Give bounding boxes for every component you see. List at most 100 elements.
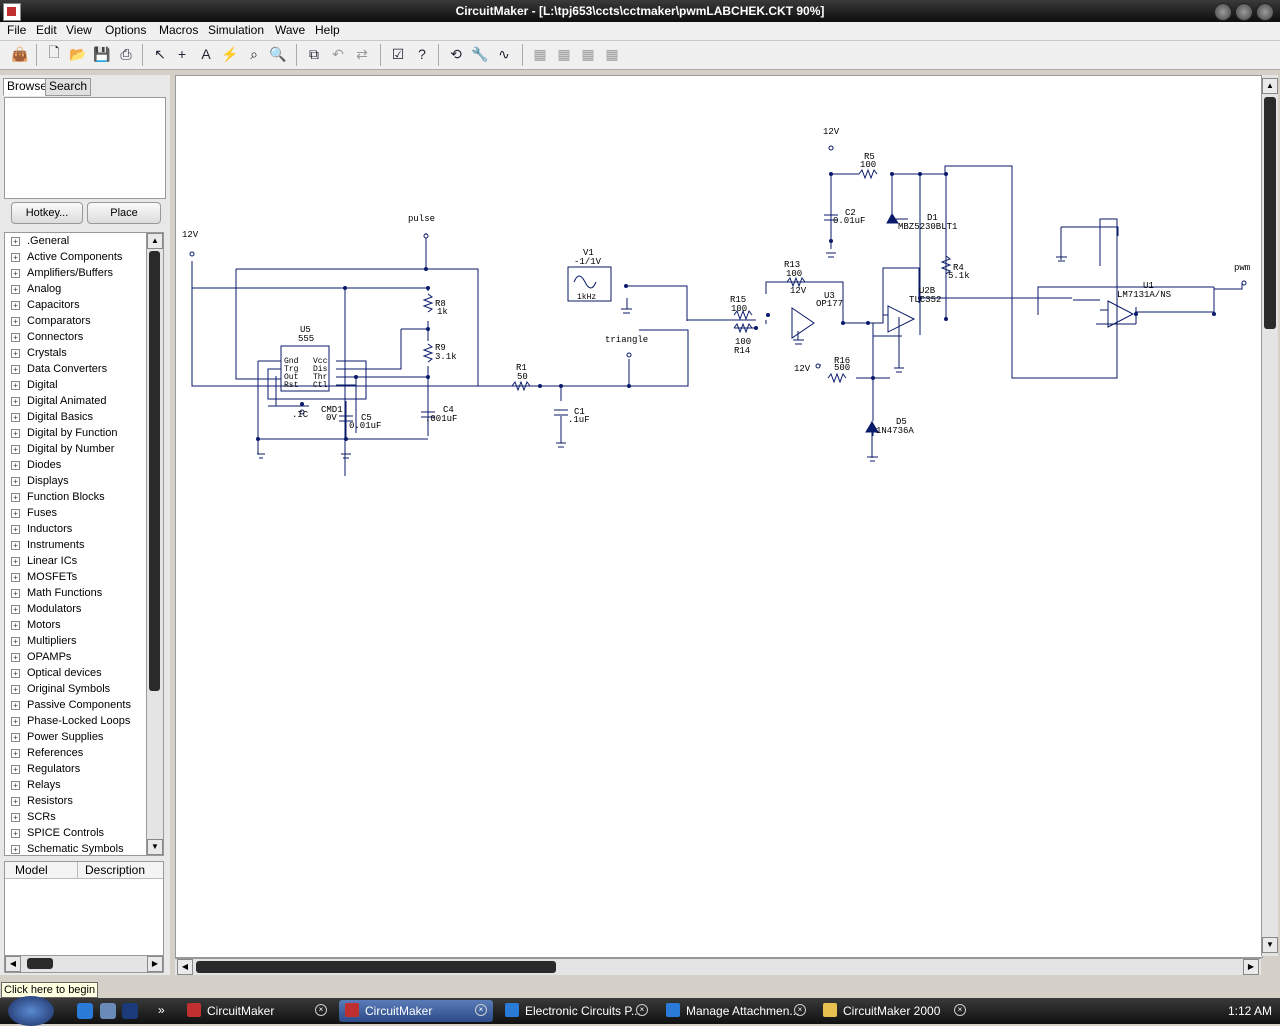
expand-plus-icon[interactable]: +	[11, 637, 20, 646]
menu-file[interactable]: File	[7, 23, 27, 37]
align-3-icon[interactable]: ▦	[581, 45, 595, 62]
align-1-icon[interactable]: ▦	[533, 45, 547, 62]
scroll-left-icon[interactable]: ◀	[5, 956, 21, 972]
close-icon[interactable]: ×	[794, 1004, 806, 1016]
close-icon[interactable]: ×	[475, 1004, 487, 1016]
menu-macros[interactable]: Macros	[159, 23, 199, 37]
taskbar-item[interactable]: CircuitMaker×	[181, 1000, 333, 1022]
bag-icon[interactable]: 👜	[11, 45, 29, 62]
expand-plus-icon[interactable]: +	[11, 797, 20, 806]
close-icon[interactable]: ×	[315, 1004, 327, 1016]
taskbar-item[interactable]: CircuitMaker×	[339, 1000, 493, 1022]
expand-plus-icon[interactable]: +	[11, 317, 20, 326]
model-hscrollbar[interactable]: ◀ ▶	[4, 955, 164, 973]
minimize-button[interactable]	[1214, 3, 1232, 21]
checklist-icon[interactable]: ☑	[391, 45, 405, 62]
scroll-left-icon[interactable]: ◀	[177, 959, 193, 975]
menu-edit[interactable]: Edit	[36, 23, 57, 37]
expand-plus-icon[interactable]: +	[11, 253, 20, 262]
expand-plus-icon[interactable]: +	[11, 237, 20, 246]
menu-options[interactable]: Options	[105, 23, 147, 37]
rotate-icon[interactable]: ↶	[332, 45, 344, 62]
scroll-up-icon[interactable]: ▲	[1262, 78, 1278, 94]
close-icon[interactable]: ×	[636, 1004, 648, 1016]
expand-plus-icon[interactable]: +	[11, 669, 20, 678]
scroll-thumb[interactable]	[196, 961, 556, 973]
open-folder-icon[interactable]: 📂	[69, 45, 87, 62]
expand-plus-icon[interactable]: +	[11, 269, 20, 278]
expand-plus-icon[interactable]: +	[11, 717, 20, 726]
wave-run-icon[interactable]: ∿	[498, 45, 510, 62]
scroll-thumb[interactable]	[1264, 97, 1276, 329]
ie-quicklaunch-icon[interactable]	[77, 1003, 93, 1019]
expand-plus-icon[interactable]: +	[11, 765, 20, 774]
undo-icon[interactable]: ⟲	[450, 45, 462, 62]
expand-plus-icon[interactable]: +	[11, 701, 20, 710]
taskbar-item[interactable]: Electronic Circuits P...×	[499, 1000, 654, 1022]
expand-plus-icon[interactable]: +	[11, 301, 20, 310]
expand-plus-icon[interactable]: +	[11, 685, 20, 694]
close-button[interactable]	[1256, 3, 1274, 21]
circuitmaker-icon[interactable]	[3, 3, 21, 21]
maximize-button[interactable]	[1235, 3, 1253, 21]
taskbar-item[interactable]: CircuitMaker 2000×	[817, 1000, 972, 1022]
photoshop-quicklaunch-icon[interactable]	[122, 1003, 138, 1019]
menu-view[interactable]: View	[66, 23, 92, 37]
expand-plus-icon[interactable]: +	[11, 477, 20, 486]
column-description[interactable]: Description	[85, 863, 146, 877]
tab-browse[interactable]: Browse	[3, 78, 52, 96]
scroll-up-icon[interactable]: ▲	[147, 233, 163, 249]
expand-plus-icon[interactable]: +	[11, 349, 20, 358]
help-question-icon[interactable]: ?	[418, 46, 426, 62]
expand-plus-icon[interactable]: +	[11, 365, 20, 374]
align-4-icon[interactable]: ▦	[605, 45, 619, 62]
menu-simulation[interactable]: Simulation	[208, 23, 265, 37]
column-model[interactable]: Model	[15, 863, 48, 877]
expand-plus-icon[interactable]: +	[11, 285, 20, 294]
expand-plus-icon[interactable]: +	[11, 525, 20, 534]
library-scrollbar[interactable]: ▲ ▼	[146, 232, 164, 856]
expand-plus-icon[interactable]: +	[11, 845, 20, 854]
expand-plus-icon[interactable]: +	[11, 829, 20, 838]
library-tree[interactable]: +.General+Active Components+Amplifiers/B…	[4, 232, 148, 856]
expand-plus-icon[interactable]: +	[11, 781, 20, 790]
expand-plus-icon[interactable]: +	[11, 397, 20, 406]
explorer-quicklaunch-icon[interactable]	[100, 1003, 116, 1019]
text-tool-icon[interactable]: A	[201, 46, 211, 62]
expand-plus-icon[interactable]: +	[11, 413, 20, 422]
more-quicklaunch-icon[interactable]: »	[158, 1003, 165, 1017]
close-icon[interactable]: ×	[954, 1004, 966, 1016]
canvas-vscrollbar[interactable]: ▲ ▼	[1261, 75, 1278, 956]
expand-plus-icon[interactable]: +	[11, 589, 20, 598]
save-icon[interactable]: 💾	[93, 45, 111, 62]
zoom-icon[interactable]: 🔍	[269, 45, 287, 62]
menu-wave[interactable]: Wave	[275, 23, 306, 37]
expand-plus-icon[interactable]: +	[11, 813, 20, 822]
expand-plus-icon[interactable]: +	[11, 749, 20, 758]
hotkey-button[interactable]: Hotkey...	[11, 202, 83, 224]
scroll-thumb[interactable]	[27, 958, 53, 969]
schematic-canvas[interactable]: 12V pulse R8 1k R9 3.1k U5 555 Gnd Trg O…	[175, 75, 1263, 958]
canvas-hscrollbar[interactable]: ◀ ▶	[175, 958, 1261, 975]
expand-plus-icon[interactable]: +	[11, 557, 20, 566]
expand-plus-icon[interactable]: +	[11, 621, 20, 630]
expand-plus-icon[interactable]: +	[11, 381, 20, 390]
new-file-icon[interactable]: 🗋	[48, 44, 60, 60]
align-2-icon[interactable]: ▦	[557, 45, 571, 62]
model-list[interactable]: Model Description	[4, 861, 164, 973]
expand-plus-icon[interactable]: +	[11, 509, 20, 518]
start-button[interactable]	[8, 996, 54, 1026]
wire-plus-icon[interactable]: +	[177, 46, 187, 62]
probe-lightning-icon[interactable]: ⚡	[221, 45, 239, 62]
expand-plus-icon[interactable]: +	[11, 605, 20, 614]
tool-icon[interactable]: 🔧	[471, 45, 489, 62]
tab-search[interactable]: Search	[45, 78, 92, 96]
scroll-down-icon[interactable]: ▼	[147, 839, 163, 855]
print-icon[interactable]: ⎙	[120, 45, 132, 62]
zoom-fit-icon[interactable]: ⧉	[309, 45, 319, 62]
expand-plus-icon[interactable]: +	[11, 541, 20, 550]
menu-help[interactable]: Help	[315, 23, 340, 37]
scroll-thumb[interactable]	[149, 251, 160, 691]
expand-plus-icon[interactable]: +	[11, 493, 20, 502]
scroll-right-icon[interactable]: ▶	[147, 956, 163, 972]
